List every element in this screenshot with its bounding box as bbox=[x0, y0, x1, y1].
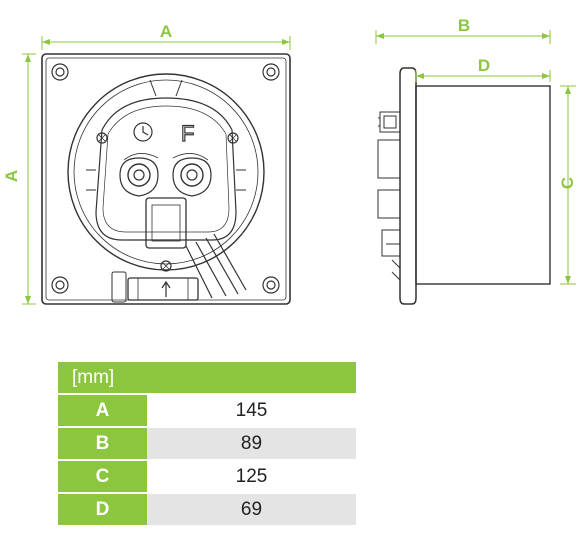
clock-icon bbox=[133, 122, 153, 142]
housing-screw-left bbox=[96, 132, 108, 144]
corner-screw-br bbox=[262, 276, 280, 294]
corner-screw-bl bbox=[51, 276, 69, 294]
table-row: C 125 bbox=[58, 459, 356, 493]
table-cell-key: B bbox=[58, 426, 147, 460]
dimension-c bbox=[560, 85, 576, 285]
bottom-screw bbox=[160, 260, 172, 272]
table-row: D 69 bbox=[58, 492, 356, 525]
dimension-label-c: C bbox=[558, 177, 577, 189]
dimension-table: [mm] A 145 B 89 C 125 D 69 bbox=[58, 362, 356, 525]
dimension-a bbox=[41, 36, 291, 50]
dimension-label-b: B bbox=[458, 16, 470, 35]
table-row: B 89 bbox=[58, 426, 356, 460]
table-header-row: [mm] bbox=[58, 362, 356, 394]
bottom-vanes bbox=[185, 233, 247, 299]
table-cell-key: A bbox=[58, 393, 147, 427]
motor-housing-ring bbox=[73, 79, 259, 265]
side-mount-details bbox=[377, 111, 401, 281]
motor-housing-body bbox=[95, 97, 237, 241]
cable-entry-block bbox=[145, 197, 187, 249]
bottom-connector bbox=[127, 277, 199, 301]
dimension-label-a: A bbox=[160, 22, 172, 41]
table-cell-value: 89 bbox=[147, 426, 356, 460]
corner-screw-tl bbox=[51, 63, 69, 81]
table-row: A 145 bbox=[58, 393, 356, 427]
table-header-blank bbox=[147, 362, 356, 394]
table-cell-key: C bbox=[58, 459, 147, 493]
table-header-unit: [mm] bbox=[58, 362, 147, 394]
side-view bbox=[377, 67, 551, 305]
side-front-plate bbox=[399, 67, 417, 305]
terminal-right bbox=[172, 157, 212, 197]
dimension-label-a-vertical: A bbox=[2, 170, 21, 182]
table-cell-value: 69 bbox=[147, 492, 356, 525]
motor-housing-body-inner bbox=[102, 105, 230, 233]
front-panel-letter: F bbox=[181, 121, 194, 146]
table-cell-key: D bbox=[58, 492, 147, 525]
terminal-left bbox=[119, 157, 159, 197]
dimension-d bbox=[415, 70, 551, 82]
corner-screw-tr bbox=[262, 63, 280, 81]
table-cell-value: 125 bbox=[147, 459, 356, 493]
housing-screw-right bbox=[227, 132, 239, 144]
dimension-a-vertical bbox=[22, 53, 36, 305]
dimension-b bbox=[375, 30, 551, 44]
front-panel-outline bbox=[41, 53, 291, 305]
side-body bbox=[415, 85, 551, 285]
motor-housing-outer bbox=[67, 73, 265, 271]
arrow-up-icon bbox=[161, 280, 171, 297]
dimension-label-d: D bbox=[478, 56, 490, 75]
table-cell-value: 145 bbox=[147, 393, 356, 427]
front-view bbox=[41, 53, 291, 305]
